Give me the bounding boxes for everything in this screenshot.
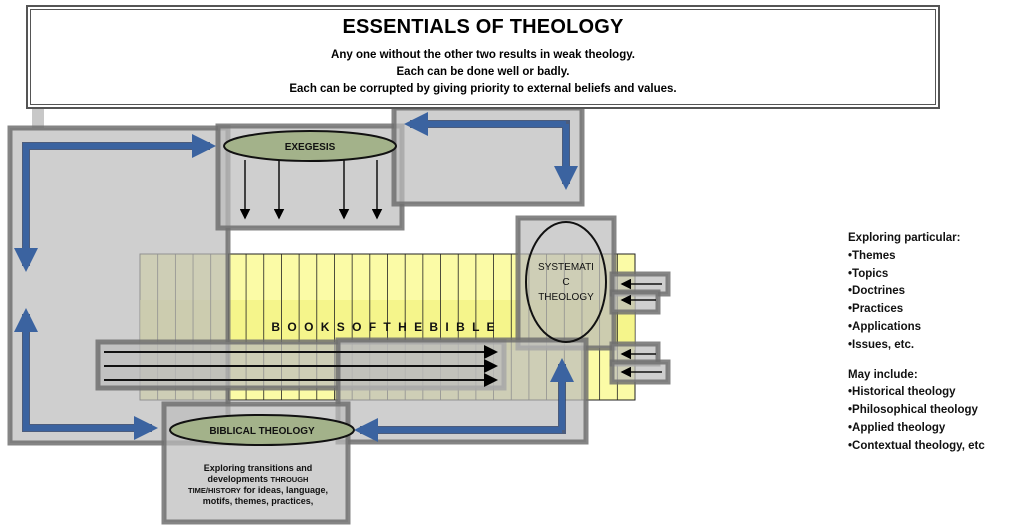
- exegesis-label: EXEGESIS: [285, 142, 336, 153]
- header-panel: ESSENTIALS OF THEOLOGY Any one without t…: [26, 5, 940, 109]
- exploring-item: •Practices: [848, 303, 904, 316]
- include-heading: May include:: [848, 368, 918, 381]
- description-emphasis: THROUGH TIME/HISTORY: [188, 475, 309, 495]
- include-item: •Philosophical theology: [848, 404, 978, 417]
- exploring-item: •Topics: [848, 267, 889, 280]
- systematic-theology-notes: Exploring particular: •Themes •Topics •D…: [848, 230, 1020, 456]
- systematic-theology-node: SYSTEMATI C THEOLOGY: [525, 221, 607, 343]
- header-line: Any one without the other two results in…: [331, 49, 635, 61]
- input-box-2: [609, 289, 661, 315]
- exegesis-down-arrows: [239, 160, 383, 220]
- description-part: Exploring transitions and developments: [203, 463, 313, 484]
- systematic-label-line-2: C: [562, 277, 569, 288]
- include-item: •Contextual theology, etc: [848, 439, 985, 452]
- description-part: for ideas, language, motifs, themes, pra…: [202, 485, 328, 506]
- left-loop-to-biblical-arrow: [23, 314, 158, 440]
- include-item: •Applied theology: [848, 421, 946, 434]
- bottom-right-box: [335, 337, 589, 445]
- systematic-input-arrows: [620, 278, 662, 378]
- include-item: •Historical theology: [848, 386, 956, 399]
- left-loop-box: [7, 125, 231, 446]
- header-notes: Any one without the other two results in…: [28, 47, 938, 98]
- systematic-label-line-3: THEOLOGY: [538, 292, 594, 303]
- blue-connectors: [13, 112, 578, 442]
- exegesis-node: EXEGESIS: [223, 130, 397, 162]
- biblical-theology-label: BIBLICAL THEOLOGY: [209, 426, 315, 437]
- exploring-heading: Exploring particular:: [848, 232, 961, 244]
- exploring-item: •Applications: [848, 320, 922, 333]
- biblical-theology-description: Exploring transitions and developments T…: [186, 463, 330, 507]
- systematic-label-line-1: SYSTEMATI: [538, 262, 594, 273]
- biblical-theology-node: BIBLICAL THEOLOGY: [169, 414, 355, 446]
- chronological-flow-arrows: [104, 345, 498, 387]
- page-title: ESSENTIALS OF THEOLOGY: [342, 16, 624, 38]
- header-line: Each can be corrupted by giving priority…: [289, 83, 677, 95]
- exploring-item: •Themes: [848, 249, 896, 262]
- systematic-box: [515, 215, 617, 351]
- exploring-item: •Issues, etc.: [848, 338, 915, 351]
- header-line: Each can be done well or badly.: [396, 66, 570, 78]
- books-of-the-bible-label: B O O K S O F T H E B I B L E: [271, 320, 496, 334]
- exploring-item: •Doctrines: [848, 285, 906, 298]
